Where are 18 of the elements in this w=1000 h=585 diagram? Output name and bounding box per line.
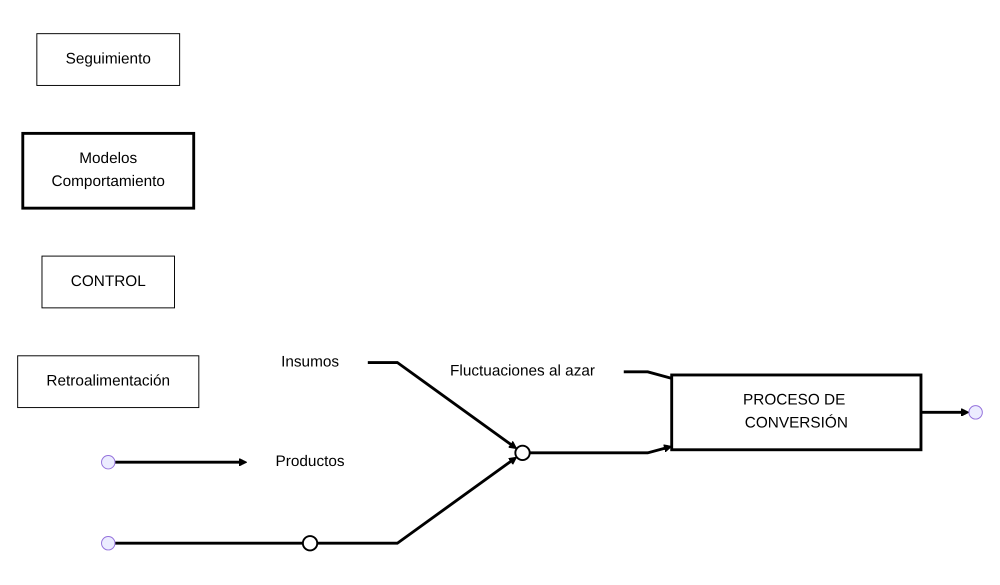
arrow [317, 457, 518, 546]
arrow [920, 408, 970, 418]
node-box [670, 374, 922, 452]
arrow [368, 362, 518, 450]
connector [624, 370, 672, 380]
arrow [114, 458, 248, 467]
node-circle [302, 536, 318, 552]
node-box [21, 132, 196, 210]
node-box [17, 356, 200, 408]
node-text: Insumos [281, 354, 340, 371]
arrow [530, 444, 672, 455]
node-text: Productos [276, 454, 345, 470]
flowchart-diagram: Fluctuaciones al azar Insumos PROCESO DE CONVERSIÓN Seguimiento Productos Modelos Comportamiento CONTROL Retroalimentación [10, 26, 990, 559]
node-circle [514, 445, 531, 462]
node-text: Fluctuaciones al azar [450, 364, 596, 380]
node-box [36, 34, 180, 86]
connector [114, 542, 303, 546]
node-box [42, 256, 175, 309]
